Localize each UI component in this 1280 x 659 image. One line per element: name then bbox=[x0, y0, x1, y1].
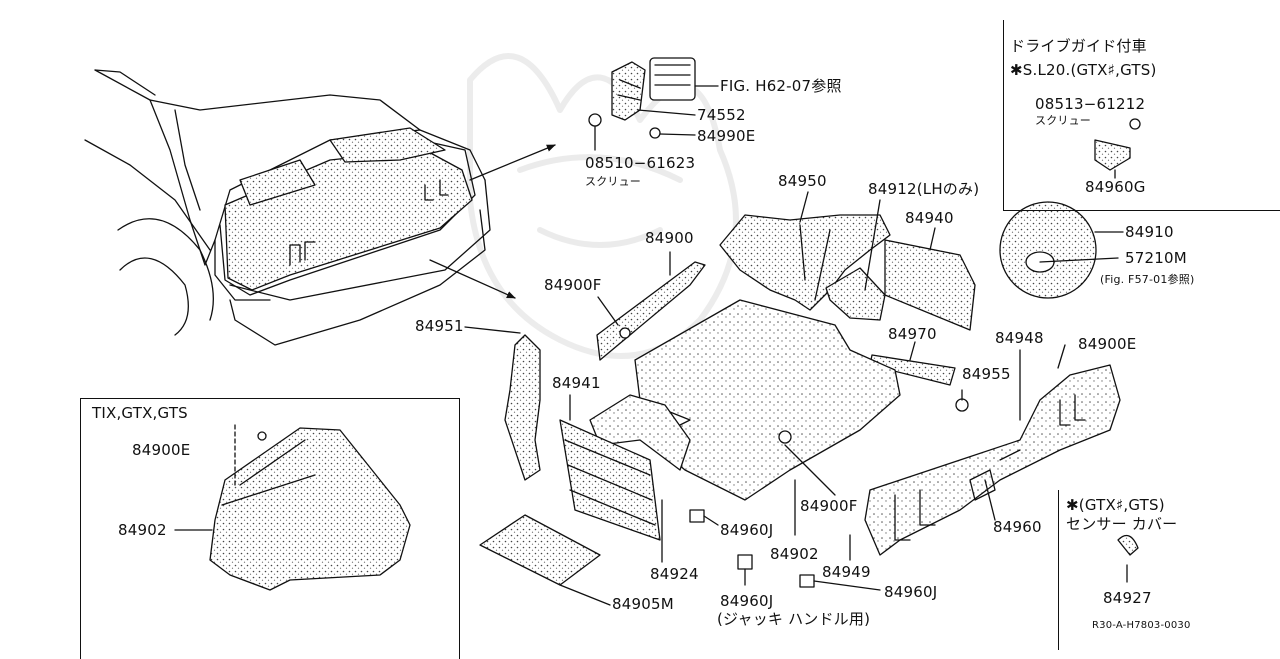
diagram-code: R30-A-H7803-0030 bbox=[1092, 620, 1191, 631]
label-84902-center: 84902 bbox=[770, 545, 819, 563]
label-screw-1: スクリュー bbox=[585, 175, 641, 188]
label-84951: 84951 bbox=[415, 317, 464, 335]
back-panel-84960 bbox=[864, 364, 1121, 556]
label-84990E: 84990E bbox=[697, 127, 756, 145]
label-84905M: 84905M bbox=[612, 595, 674, 613]
inset-br-label-84927: 84927 bbox=[1103, 589, 1152, 607]
label-57210M: 57210M bbox=[1125, 249, 1187, 267]
label-84948: 84948 bbox=[995, 329, 1044, 347]
spare-tire-84910 bbox=[999, 201, 1119, 299]
inset-left-label-84902: 84902 bbox=[118, 521, 167, 539]
label-fig-f57: (Fig. F57-01参照) bbox=[1100, 273, 1195, 286]
panel-84941 bbox=[559, 419, 661, 541]
inset-left-title: TIX,GTX,GTS bbox=[92, 404, 188, 422]
label-84912: 84912(LHのみ) bbox=[868, 180, 980, 198]
inset-tr-line2: ✱S.L20.(GTX♯,GTS) bbox=[1010, 61, 1157, 79]
diagram-drawing bbox=[84, 53, 1141, 606]
sensor-cover-84927 bbox=[1117, 534, 1139, 556]
label-84960J-b: 84960J bbox=[720, 592, 774, 610]
inset-br-line1: ✱(GTX♯,GTS) bbox=[1066, 496, 1165, 514]
trim-84951 bbox=[504, 334, 541, 481]
inset-box-top-right bbox=[1003, 20, 1280, 211]
inset-box-bottom-right bbox=[1058, 490, 1280, 650]
inset-tr-label-08513: 08513−61212 bbox=[1035, 95, 1146, 113]
label-fig-h62: FIG. H62-07参照 bbox=[720, 77, 842, 95]
bracket-84960G bbox=[1094, 139, 1131, 171]
label-84955: 84955 bbox=[962, 365, 1011, 383]
panel-84912 bbox=[825, 267, 886, 321]
floor-mat-84902 bbox=[634, 299, 901, 501]
label-84900F-b: 84900F bbox=[800, 497, 858, 515]
label-84949: 84949 bbox=[822, 563, 871, 581]
label-84940: 84940 bbox=[905, 209, 954, 227]
label-84910: 84910 bbox=[1125, 223, 1174, 241]
label-84970: 84970 bbox=[888, 325, 937, 343]
label-08510: 08510−61623 bbox=[585, 154, 696, 172]
bracket-74552 bbox=[611, 57, 696, 121]
label-84960J-a: 84960J bbox=[720, 521, 774, 539]
inset-tr-line1: ドライブガイド付車 bbox=[1010, 37, 1147, 55]
mat-84905M bbox=[479, 514, 601, 586]
inset-left-label-84900E: 84900E bbox=[132, 441, 191, 459]
label-84941: 84941 bbox=[552, 374, 601, 392]
label-84960J-c: 84960J bbox=[884, 583, 938, 601]
inset-tr-screw: スクリュー bbox=[1035, 114, 1091, 127]
inset-box-left bbox=[80, 398, 460, 659]
label-84950: 84950 bbox=[778, 172, 827, 190]
panel-84940 bbox=[884, 239, 976, 331]
label-84900: 84900 bbox=[645, 229, 694, 247]
label-84900F-a: 84900F bbox=[544, 276, 602, 294]
inset-br-line2: センサー カバー bbox=[1066, 515, 1178, 533]
label-74552: 74552 bbox=[697, 106, 746, 124]
side-trim-84950 bbox=[719, 214, 891, 311]
label-jack-note: (ジャッキ ハンドル用) bbox=[717, 610, 871, 628]
parts-diagram: FIG. H62-07参照 74552 84990E 08510−61623 ス… bbox=[80, 20, 1280, 659]
label-84960: 84960 bbox=[993, 518, 1042, 536]
floor-84902-inset bbox=[209, 427, 411, 591]
label-84924: 84924 bbox=[650, 565, 699, 583]
label-84900E-b: 84900E bbox=[1078, 335, 1137, 353]
inset-tr-label-84960G: 84960G bbox=[1085, 178, 1146, 196]
car-trunk-illustration bbox=[84, 69, 491, 346]
watermark-logo bbox=[467, 53, 739, 359]
